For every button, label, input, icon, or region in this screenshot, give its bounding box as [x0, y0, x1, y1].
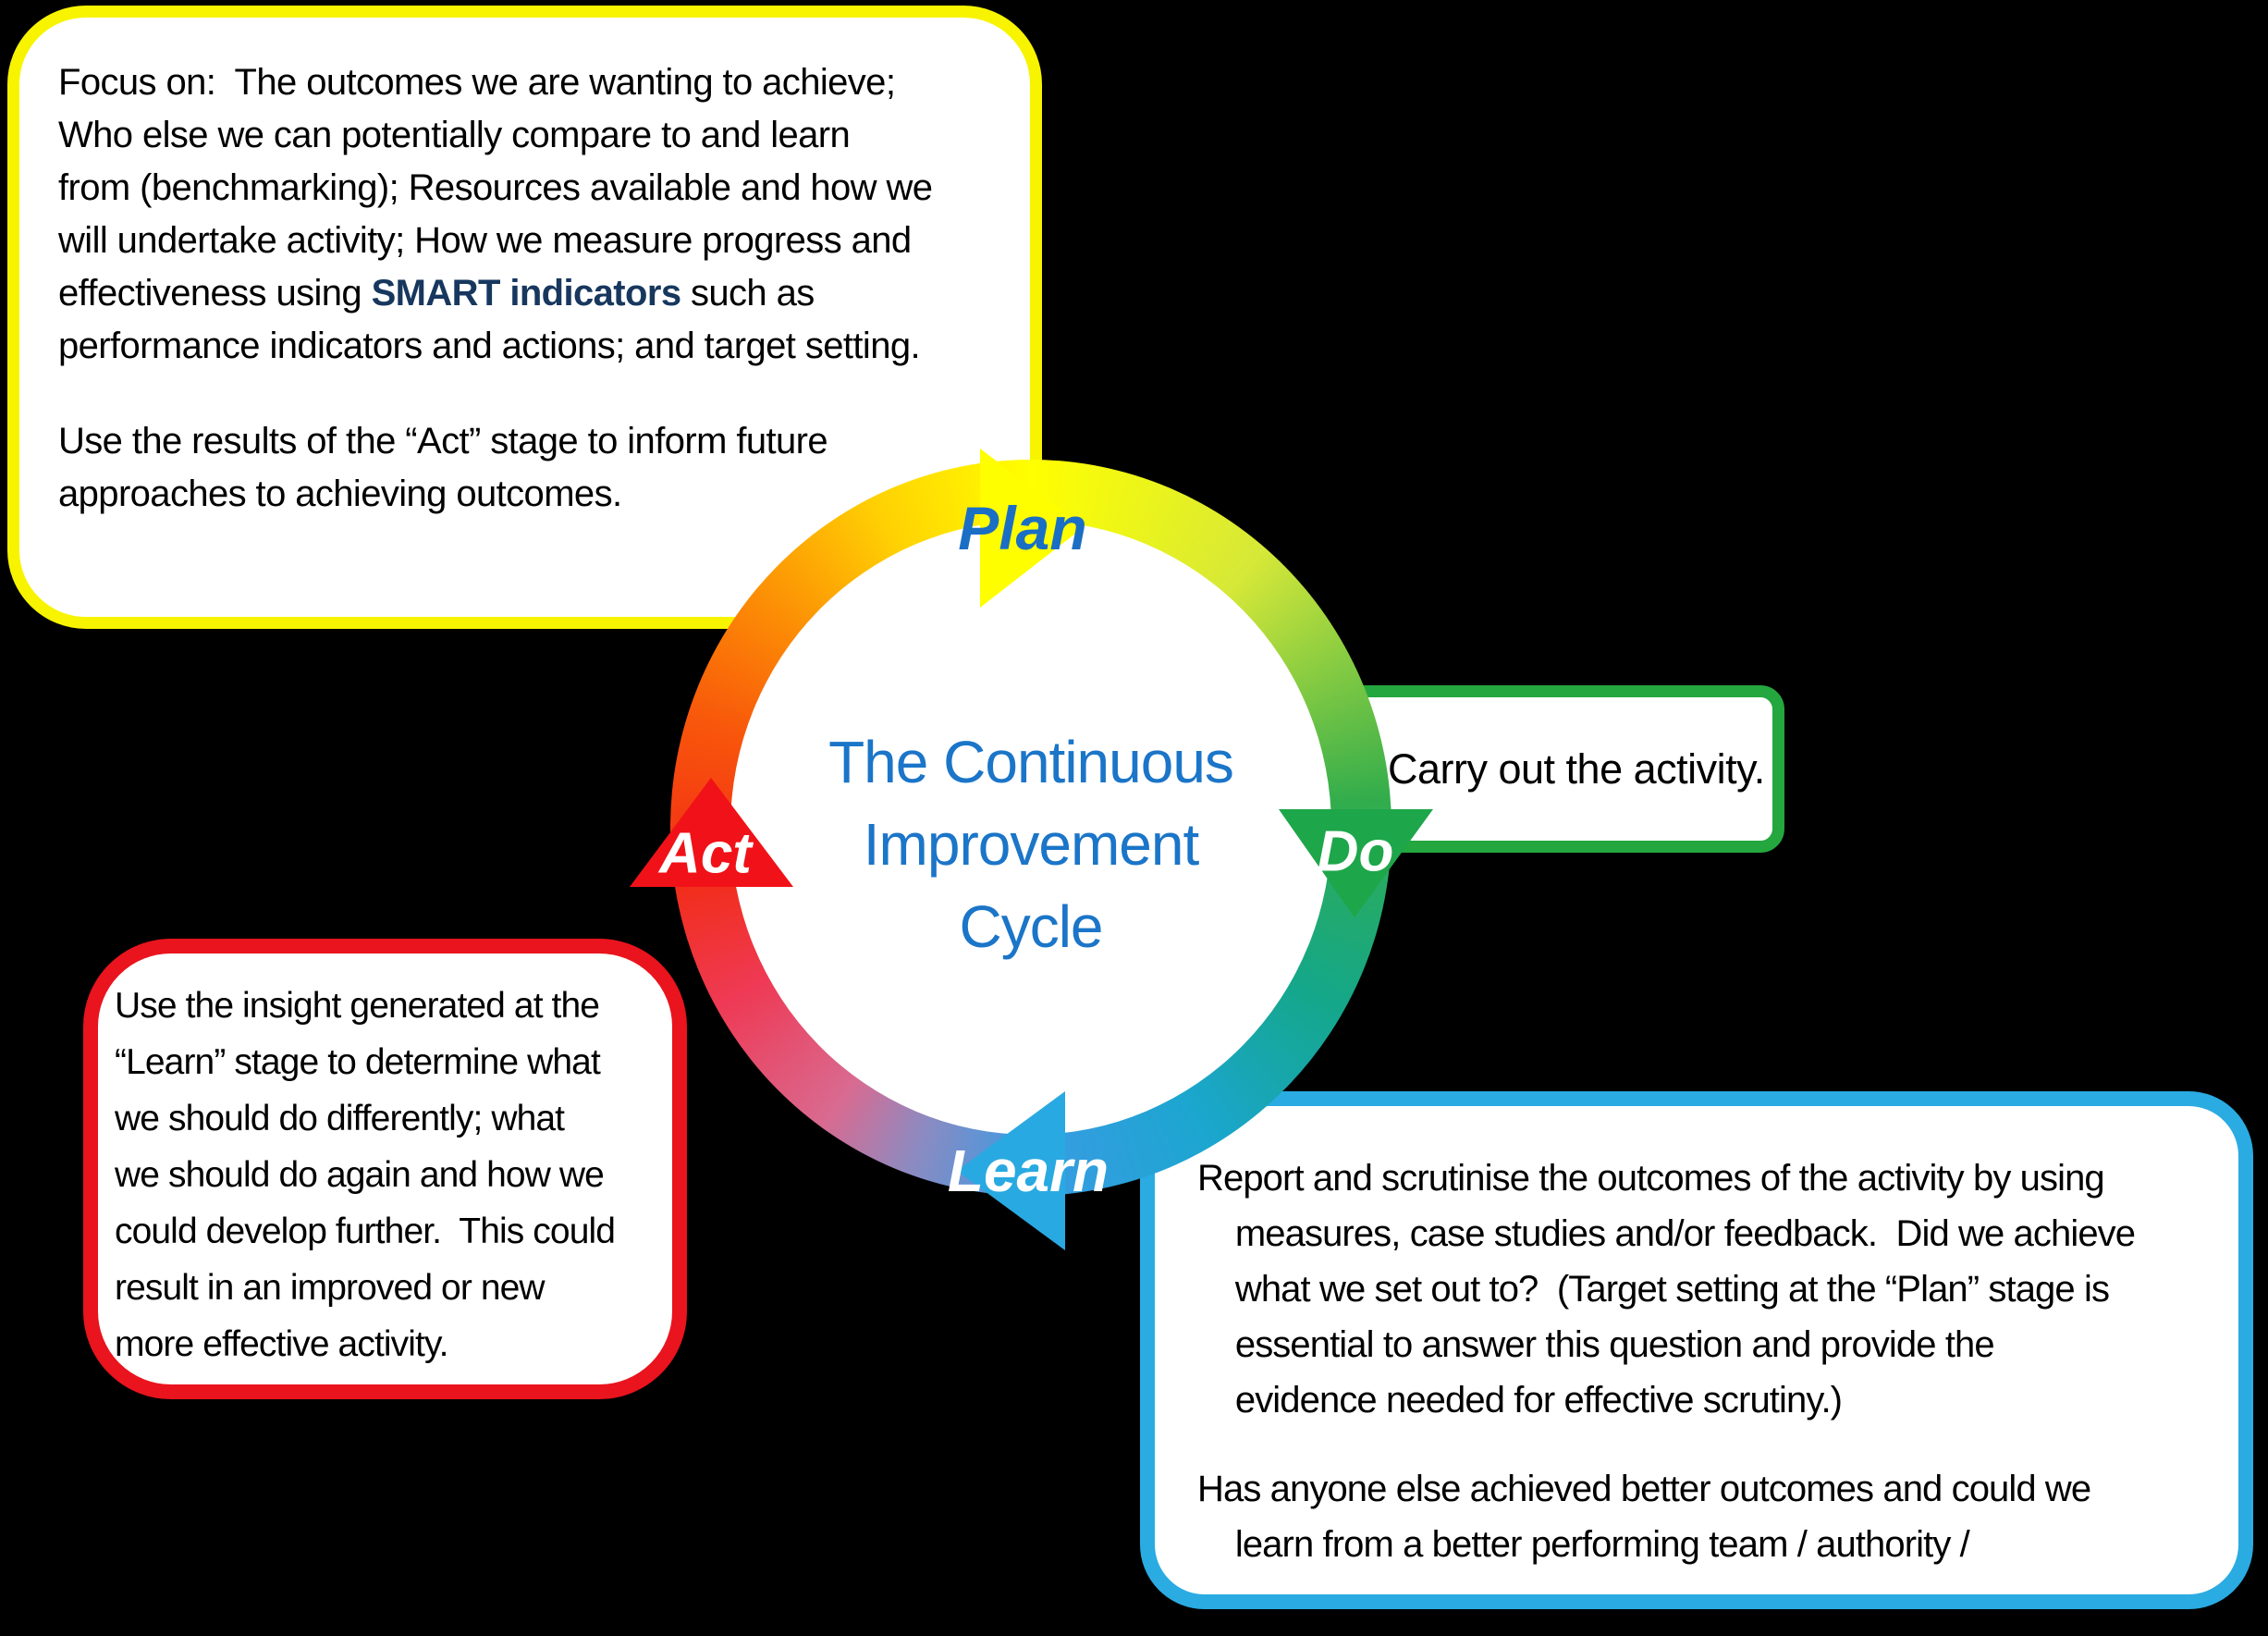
smart-indicators-bold-text: SMART indicators — [371, 273, 681, 314]
plan-callout-paragraph-2: Use the results of the “Act” stage to in… — [58, 421, 828, 514]
plan-callout-box: Focus on: The outcomes we are wanting to… — [7, 6, 1042, 629]
do-stage-label: Do — [1317, 819, 1394, 884]
plan-stage-label: Plan — [958, 494, 1087, 562]
cycle-title: The Continuous Improvement Cycle — [828, 729, 1234, 960]
act-callout-text: Use the insight generated at the “Learn”… — [115, 986, 616, 1364]
act-callout-box: Use the insight generated at the “Learn”… — [83, 939, 687, 1399]
learn-callout-box: Report and scrutinise the outcomes of th… — [1140, 1091, 2253, 1609]
do-arrow-icon — [1279, 809, 1433, 917]
plan-arrow-icon — [980, 449, 1084, 608]
learn-stage-label: Learn — [947, 1138, 1109, 1204]
plan-callout-text-after: such as performance indicators and actio… — [58, 273, 921, 366]
learn-arrow-icon — [957, 1091, 1065, 1250]
cycle-ring-hole — [730, 521, 1331, 1135]
learn-callout-paragraph-1: Report and scrutinise the outcomes of th… — [1197, 1158, 2136, 1421]
plan-callout-text-before: Focus on: The outcomes we are wanting to… — [58, 62, 933, 314]
plan-callout-paragraph-1: Focus on: The outcomes we are wanting to… — [58, 56, 1021, 373]
do-callout-text: Carry out the activity. — [1388, 744, 1765, 793]
act-stage-label: Act — [659, 821, 752, 886]
act-arrow-icon — [630, 778, 793, 887]
learn-callout-paragraph-2: Has anyone else achieved better outcomes… — [1197, 1469, 2091, 1565]
